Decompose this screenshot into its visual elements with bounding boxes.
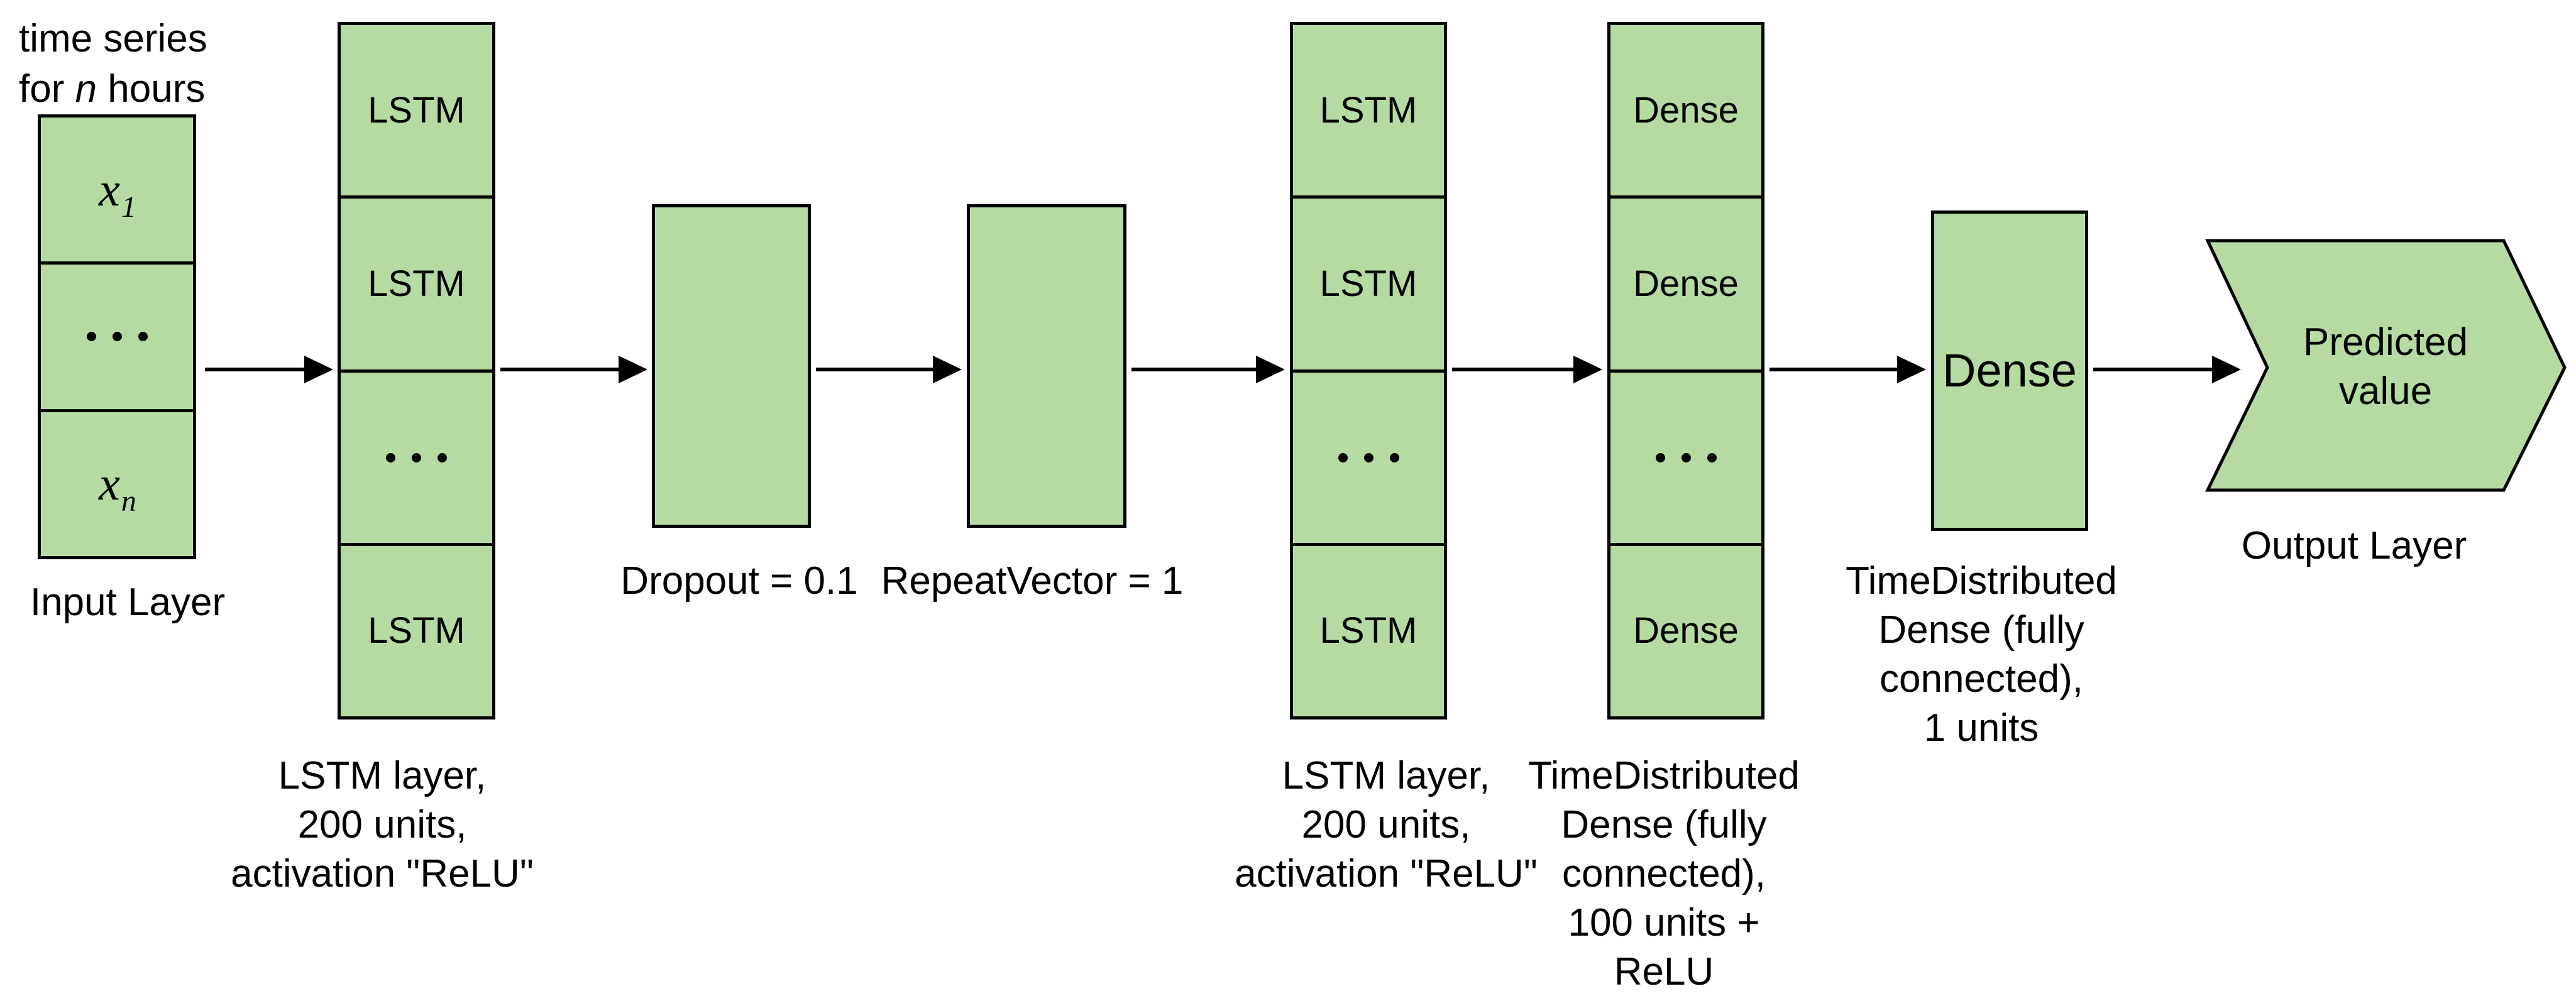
arrow-shaft	[205, 368, 308, 371]
ellipsis-dots	[1338, 452, 1399, 462]
predicted-value-text: Predicted value	[2303, 320, 2468, 413]
arrow-head-icon	[619, 356, 647, 383]
arrow-shaft	[1131, 368, 1260, 371]
chevron-shape	[2205, 239, 2567, 492]
dense-cell-4: Dense	[1610, 542, 1761, 716]
lstm1-cell-4: LSTM	[341, 542, 492, 716]
dropout-box	[652, 204, 811, 528]
input-cell-ellipsis	[41, 261, 193, 408]
dense-stack-label: TimeDistributed Dense (fully connected),…	[1528, 754, 1800, 993]
lstm2-label: LSTM layer, 200 units, activation "ReLU"	[1235, 754, 1538, 895]
lstm1-cell-1: LSTM	[368, 89, 465, 131]
arrow-shaft	[1770, 368, 1901, 371]
dense-cell-1: Dense	[1633, 89, 1739, 131]
ellipsis-dots	[386, 452, 447, 462]
output-chevron	[2205, 239, 2567, 492]
lstm2-cell-2: LSTM	[1293, 195, 1444, 369]
annotation-line-1: time series	[19, 17, 207, 60]
lstm2-cell-ellipsis	[1293, 369, 1444, 543]
annotation-line-2: for n hours	[19, 67, 206, 111]
time-series-annotation: time series for n hours	[19, 14, 207, 114]
arrow-shaft	[816, 368, 937, 371]
lstm1-cell-ellipsis	[341, 369, 492, 543]
input-column: x1 xn	[38, 114, 196, 559]
dense-single-box: Dense	[1931, 211, 2088, 531]
arrow-shaft	[2093, 368, 2216, 371]
output-layer-label: Output Layer	[2241, 524, 2467, 567]
lstm-stack-1: LSTM LSTM LSTM	[338, 22, 495, 719]
arrow-head-icon	[1573, 356, 1602, 383]
dense-cell-ellipsis	[1610, 369, 1761, 543]
arrow-head-icon	[933, 356, 962, 383]
input-cell-x1: x1	[41, 118, 193, 261]
dense-stack: Dense Dense Dense	[1607, 22, 1764, 719]
ellipsis-dots	[86, 332, 148, 342]
arrow-head-icon	[2212, 356, 2241, 383]
dense-cell-2: Dense	[1610, 195, 1761, 369]
lstm2-cell-1: LSTM	[1319, 89, 1417, 131]
input-layer-label: Input Layer	[30, 581, 226, 624]
dense-single-text: Dense	[1942, 344, 2077, 397]
arrow-head-icon	[304, 356, 333, 383]
arrow-head-icon	[1897, 356, 1926, 383]
dense-single-label: TimeDistributed Dense (fully connected),…	[1846, 559, 2117, 750]
xn-math-text: xn	[99, 457, 136, 518]
lstm2-cell-4: LSTM	[1293, 542, 1444, 716]
lstm1-cell-2: LSTM	[341, 195, 492, 369]
lstm1-label: LSTM layer, 200 units, activation "ReLU"	[231, 754, 534, 895]
repeat-vector-label: RepeatVector = 1	[881, 559, 1184, 603]
arrow-shaft	[500, 368, 622, 371]
dropout-label: Dropout = 0.1	[620, 559, 858, 603]
arrow-head-icon	[1256, 356, 1285, 383]
italic-n: n	[75, 67, 97, 111]
lstm-stack-2: LSTM LSTM LSTM	[1290, 22, 1447, 719]
input-cell-xn: xn	[41, 408, 193, 556]
repeat-vector-box	[967, 204, 1126, 528]
x1-math-text: x1	[99, 163, 136, 224]
arrow-shaft	[1452, 368, 1577, 371]
ellipsis-dots	[1655, 452, 1717, 462]
